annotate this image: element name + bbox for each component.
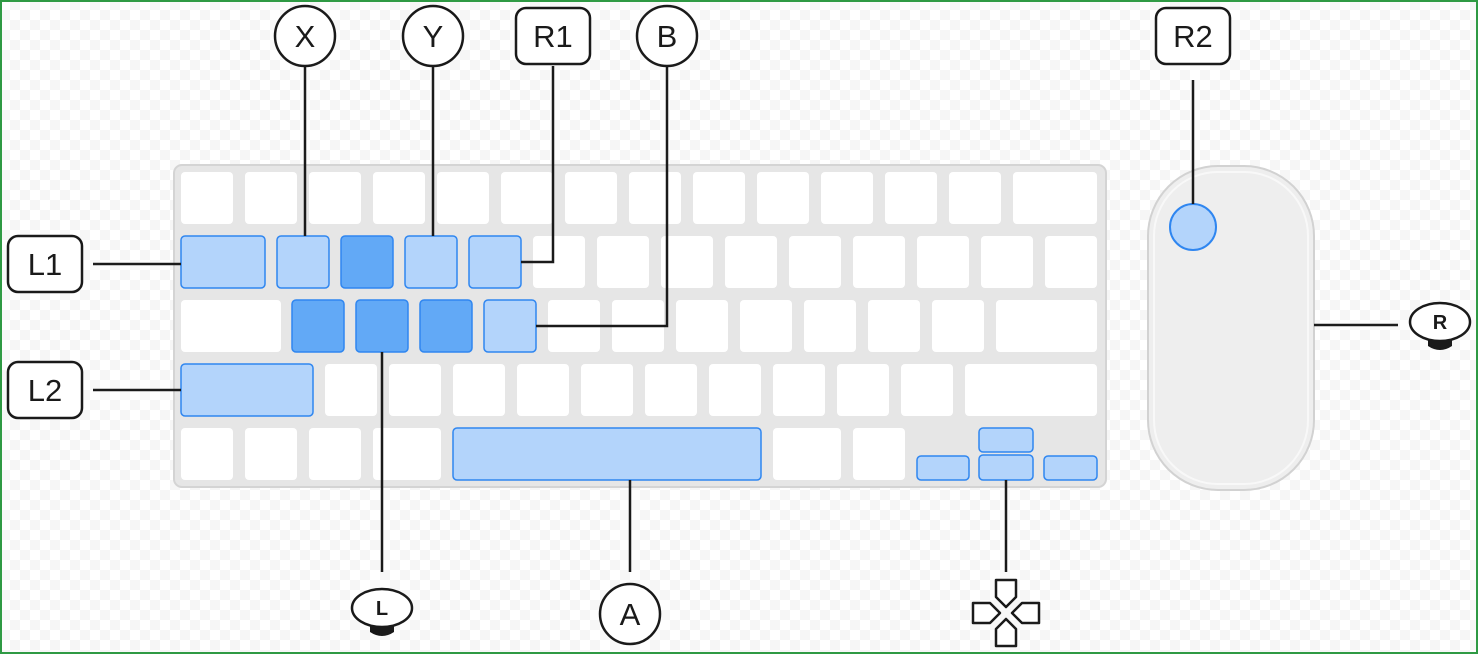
svg-text:L2: L2 <box>28 373 62 408</box>
label-r1: R1 <box>514 6 592 66</box>
svg-text:R: R <box>1433 312 1448 334</box>
svg-text:R1: R1 <box>533 19 573 54</box>
label-a: A <box>598 582 662 646</box>
svg-text:X: X <box>295 19 316 54</box>
label-l1: L1 <box>6 234 84 294</box>
svg-text:L: L <box>376 598 388 620</box>
label-r2: R2 <box>1154 6 1232 66</box>
svg-text:B: B <box>657 19 678 54</box>
mouse <box>1147 165 1315 491</box>
keyboard-row-2 <box>180 235 1097 289</box>
key-arrow-left <box>916 455 970 481</box>
label-y: Y <box>401 4 465 68</box>
label-l2: L2 <box>6 360 84 420</box>
label-b: B <box>635 4 699 68</box>
key-y <box>404 235 458 289</box>
label-x: X <box>273 4 337 68</box>
keyboard-row-5 <box>181 427 1098 481</box>
svg-text:R2: R2 <box>1173 19 1213 54</box>
key-l1 <box>180 235 266 289</box>
key-dark-3 <box>355 299 409 353</box>
key-r1 <box>468 235 522 289</box>
key-dark-1 <box>340 235 394 289</box>
svg-text:Y: Y <box>423 19 444 54</box>
keyboard-row-4 <box>180 363 1097 417</box>
leader-lines <box>93 65 1398 572</box>
joystick-left-icon: L <box>350 587 414 636</box>
key-l2 <box>180 363 314 417</box>
key-arrow-right <box>1043 455 1098 481</box>
key-arrow-up <box>978 427 1034 453</box>
svg-text:A: A <box>620 597 641 632</box>
svg-text:L1: L1 <box>28 247 62 282</box>
key-space <box>452 427 762 481</box>
joystick-right-icon: R <box>1408 301 1472 350</box>
mouse-left-button-marker <box>1169 203 1217 251</box>
key-dark-2 <box>291 299 345 353</box>
key-x <box>276 235 330 289</box>
keyboard-row-1 <box>181 172 1097 224</box>
keyboard-row-3 <box>181 299 1097 353</box>
dpad-icon <box>971 578 1041 648</box>
key-b <box>483 299 537 353</box>
key-arrow-down <box>978 454 1034 481</box>
key-dark-4 <box>419 299 473 353</box>
